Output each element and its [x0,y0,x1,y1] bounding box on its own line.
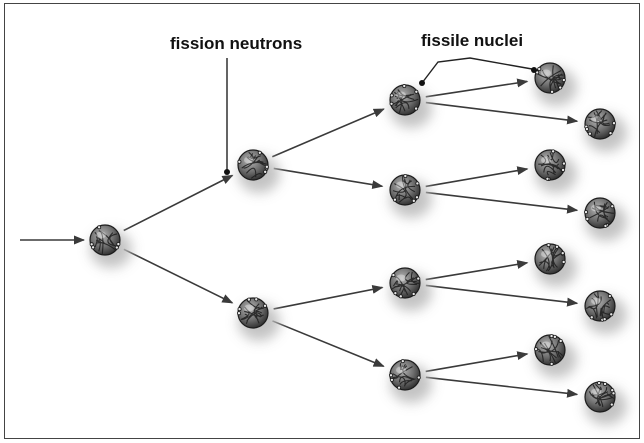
fissile-nucleus-12 [584,290,627,334]
fission-neutrons-label: fission neutrons [170,34,302,53]
neutron-arrow-11 [425,259,529,281]
neutron-arrow-12 [425,284,579,307]
neutron-arrow-6 [272,320,385,368]
neutron-arrow-7 [425,78,529,98]
neutron-arrows [20,78,579,398]
fissile-nuclei-group [89,62,627,425]
fissile-nucleus-4 [389,174,432,218]
neutron-arrow-13 [425,351,529,373]
neutron-arrow-4 [273,167,384,190]
callouts: fission neutrons fissile nuclei [170,31,537,175]
fissile-nucleus-10 [584,197,627,241]
fissile-nucleus-0 [89,224,132,268]
fissile-nucleus-3 [389,84,432,128]
fissile-nucleus-5 [389,267,432,311]
neutron-arrow-14 [425,376,579,398]
neutron-arrow-2 [123,248,234,304]
fissile-nuclei-leader [421,57,533,84]
fissile-nucleus-7 [534,62,577,106]
fissile-nuclei-dot-2 [531,67,537,73]
neutron-arrow-1 [123,174,234,232]
neutron-arrow-9 [425,166,529,188]
fissile-nucleus-6 [389,359,432,403]
neutron-arrow-10 [425,191,579,214]
fissile-nucleus-8 [584,108,627,152]
diagram-frame [4,3,640,439]
fissile-nuclei-label: fissile nuclei [421,31,523,50]
fissile-nucleus-2 [237,297,280,341]
fissile-nucleus-1 [237,149,280,193]
fissile-nucleus-11 [534,243,577,287]
fission-neutrons-dot [224,169,230,175]
fissile-nucleus-9 [534,149,577,193]
neutron-arrow-8 [425,101,579,125]
fissile-nuclei-dot-1 [419,80,425,86]
fissile-nucleus-14 [584,381,627,425]
fissile-nucleus-13 [534,334,577,378]
neutron-arrow-3 [271,108,385,158]
neutron-arrow-5 [273,285,384,310]
